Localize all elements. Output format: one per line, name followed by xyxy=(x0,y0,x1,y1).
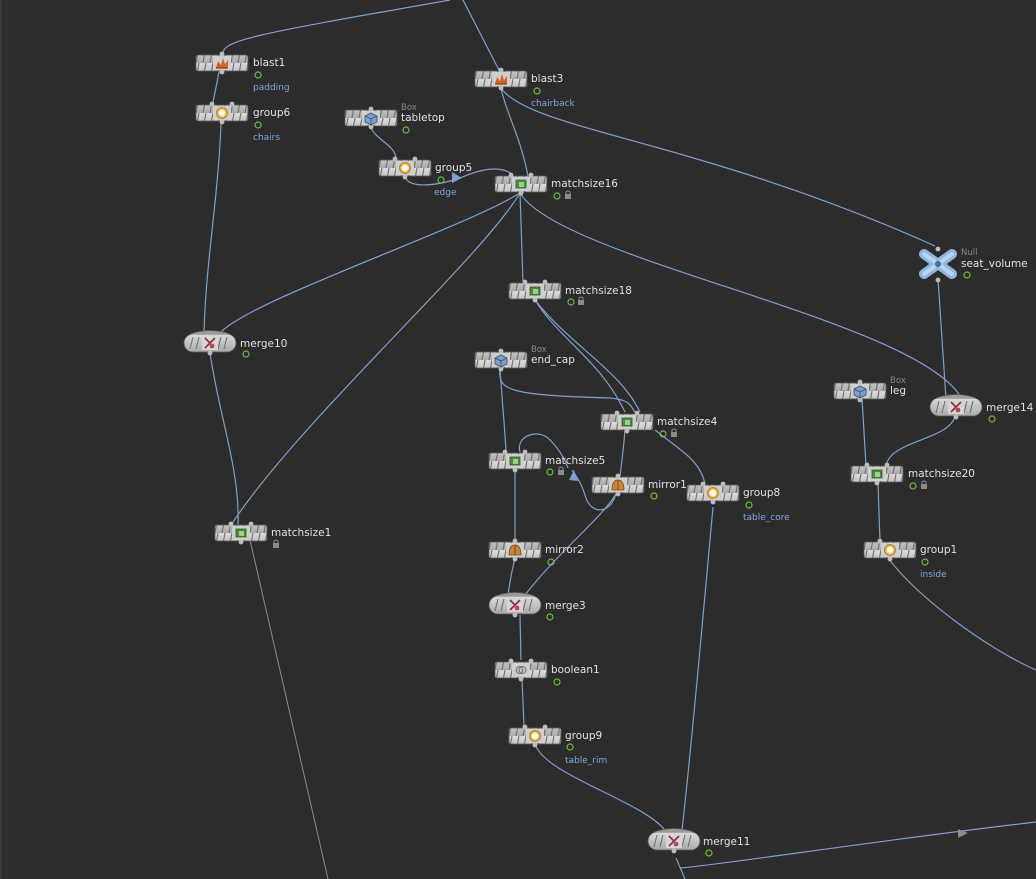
node-group1[interactable]: group1 inside xyxy=(863,538,957,580)
matchsize-icon xyxy=(871,469,883,479)
node-label: merge11 xyxy=(703,836,750,848)
node-label: matchsize5 xyxy=(545,455,605,467)
lock-icon xyxy=(564,190,572,200)
node-label: merge14 xyxy=(986,402,1034,414)
node-mirror1[interactable]: mirror1 xyxy=(591,473,687,500)
mirror-icon xyxy=(508,544,522,556)
group-icon xyxy=(216,107,228,119)
node-group8[interactable]: group8 table_core xyxy=(686,481,790,523)
group-icon xyxy=(707,487,719,499)
lock-icon xyxy=(557,466,565,476)
node-label: seat_volume xyxy=(961,258,1028,270)
node-label: matchsize4 xyxy=(657,416,718,428)
box-icon xyxy=(853,385,867,399)
node-matchsize18[interactable]: matchsize18 xyxy=(508,279,632,306)
wire-arrow-icon xyxy=(958,829,968,838)
node-group9[interactable]: group9 table_rim xyxy=(508,724,607,766)
node-matchsize16[interactable]: matchsize16 xyxy=(494,172,618,200)
node-merge11[interactable]: merge11 xyxy=(647,828,750,857)
node-label: blast1 xyxy=(253,57,285,69)
node-group5[interactable]: group5 edge xyxy=(378,156,472,198)
node-blast1[interactable]: blast1 padding xyxy=(195,51,290,93)
node-leg[interactable]: Box leg xyxy=(833,376,906,403)
node-label: merge3 xyxy=(545,600,586,612)
matchsize-icon xyxy=(515,179,527,189)
node-type-label: Box xyxy=(401,103,417,113)
node-label: group9 xyxy=(565,730,602,742)
node-type-label: Null xyxy=(961,248,977,258)
lock-icon xyxy=(577,296,585,306)
node-label: mirror2 xyxy=(545,544,584,556)
null-icon xyxy=(919,249,957,279)
node-label: boolean1 xyxy=(551,664,600,676)
node-merge14[interactable]: merge14 xyxy=(929,394,1034,423)
node-tabletop[interactable]: Box tabletop xyxy=(344,103,445,134)
node-seat-volume[interactable]: Null seat_volume xyxy=(919,246,1028,283)
node-end-cap[interactable]: Box end_cap xyxy=(474,345,575,372)
lock-icon xyxy=(272,539,280,549)
matchsize-icon xyxy=(509,456,521,466)
pane-left-border xyxy=(0,0,2,879)
node-label: matchsize18 xyxy=(565,285,632,297)
box-icon xyxy=(364,112,378,126)
box-icon xyxy=(494,354,508,368)
node-label: mirror1 xyxy=(648,479,687,491)
node-group-name: edge xyxy=(434,188,457,198)
node-type-label: Box xyxy=(890,376,906,386)
node-matchsize20[interactable]: matchsize20 xyxy=(850,462,975,490)
node-matchsize5[interactable]: matchsize5 xyxy=(488,449,605,476)
group-icon xyxy=(884,544,896,556)
node-mirror2[interactable]: mirror2 xyxy=(488,538,584,566)
group-icon xyxy=(399,162,411,174)
node-label: group1 xyxy=(920,544,957,556)
wire-arrow-icon xyxy=(452,172,462,183)
node-label: matchsize16 xyxy=(551,178,618,190)
node-label: matchsize20 xyxy=(908,468,975,480)
node-blast3[interactable]: blast3 chairback xyxy=(474,67,576,109)
node-group-name: padding xyxy=(253,83,290,93)
node-group-name: chairback xyxy=(531,99,576,109)
node-merge10[interactable]: merge10 xyxy=(183,330,287,358)
node-matchsize4[interactable]: matchsize4 xyxy=(600,410,718,438)
node-type-label: Box xyxy=(531,345,547,355)
node-label: end_cap xyxy=(531,354,575,366)
node-group-name: table_rim xyxy=(565,756,607,766)
node-label: matchsize1 xyxy=(271,527,331,539)
node-merge3[interactable]: merge3 xyxy=(488,592,586,621)
lock-icon xyxy=(920,480,928,490)
node-boolean1[interactable]: boolean1 xyxy=(494,658,600,686)
node-group-name: table_core xyxy=(743,513,790,523)
node-matchsize1[interactable]: matchsize1 xyxy=(214,521,331,549)
group-icon xyxy=(529,730,541,742)
node-group-name: chairs xyxy=(253,133,280,143)
matchsize-icon xyxy=(235,528,247,538)
matchsize-icon xyxy=(621,417,633,427)
wires xyxy=(203,0,1036,879)
node-label: tabletop xyxy=(401,112,445,124)
node-group6[interactable]: group6 chairs xyxy=(195,101,290,143)
mirror-icon xyxy=(611,479,625,491)
matchsize-icon xyxy=(529,286,541,296)
node-label: group5 xyxy=(435,162,472,174)
node-label: merge10 xyxy=(240,338,287,350)
wire-arrow-icon xyxy=(569,470,578,481)
node-group-name: inside xyxy=(920,570,947,580)
node-label: leg xyxy=(890,385,906,397)
node-label: group6 xyxy=(253,107,290,119)
node-label: blast3 xyxy=(531,73,563,85)
lock-icon xyxy=(670,428,678,438)
node-label: group8 xyxy=(743,487,780,499)
